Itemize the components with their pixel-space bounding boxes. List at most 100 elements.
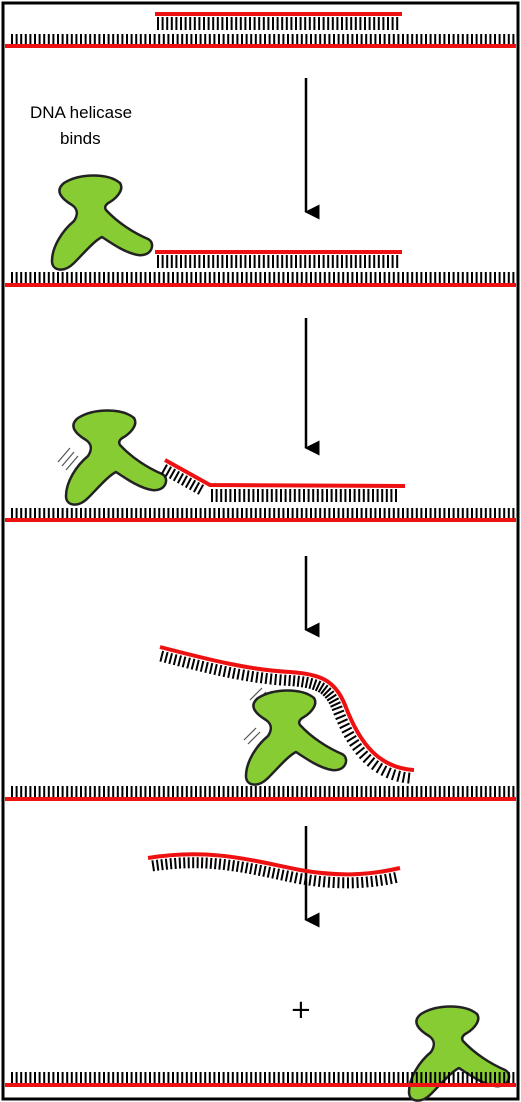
base-tick (155, 859, 160, 871)
base-pairs-bottom (11, 34, 515, 44)
base-tick (259, 672, 264, 684)
base-tick (271, 867, 276, 879)
base-tick (375, 762, 384, 774)
base-tick (274, 673, 278, 686)
base-tick (159, 650, 165, 662)
motion-lines (57, 447, 79, 471)
base-tick (264, 672, 268, 685)
base-tick (204, 661, 209, 674)
base-tick (168, 652, 173, 665)
base-tick (384, 873, 388, 886)
base-tick (341, 726, 353, 734)
base-tick (193, 481, 201, 493)
base-tick (280, 869, 285, 881)
base-tick (172, 470, 180, 482)
base-tick (370, 760, 380, 771)
base-tick (222, 665, 227, 678)
base-tick (358, 750, 369, 760)
base-pairs-bottom (11, 1072, 515, 1083)
base-tick (244, 862, 249, 874)
base-tick (284, 870, 289, 882)
base-tick (227, 666, 232, 678)
base-tick (178, 857, 182, 869)
base-tick (333, 709, 345, 716)
base-tick (209, 857, 213, 869)
base-tick (250, 670, 255, 683)
panel-1 (5, 12, 516, 48)
base-tick (180, 475, 188, 486)
base-tick (308, 874, 312, 886)
base-tick (313, 875, 317, 887)
base-tick (160, 859, 164, 871)
base-pairs-bottom (11, 272, 515, 283)
base-tick (320, 684, 329, 695)
base-tick (385, 767, 392, 779)
base-tick (298, 873, 303, 885)
base-tick (163, 651, 169, 663)
base-tick (218, 664, 223, 677)
base-tick (164, 858, 169, 870)
base-pairs-peeled (160, 464, 205, 495)
short-strand (159, 645, 415, 772)
base-tick (262, 865, 267, 877)
base-tick (289, 871, 294, 883)
base-tick (327, 876, 331, 888)
released-strand (147, 852, 401, 877)
base-tick (275, 868, 280, 880)
panel-5: + (5, 826, 516, 1102)
base-tick (349, 738, 360, 747)
base-tick (255, 671, 259, 683)
base-tick (253, 863, 258, 876)
base-tick (355, 746, 366, 756)
base-tick (199, 660, 205, 672)
base-tick (269, 673, 273, 685)
base-tick (390, 769, 397, 781)
base-tick (195, 659, 200, 671)
base-tick (328, 697, 340, 705)
base-tick (177, 655, 182, 667)
base-tick (346, 734, 357, 743)
base-tick (205, 857, 208, 869)
base-tick (352, 742, 363, 752)
base-pairs-top (157, 17, 399, 30)
base-tick (317, 682, 326, 693)
helicase-enzyme-icon (50, 174, 154, 271)
base-tick (322, 687, 332, 697)
base-tick (245, 670, 250, 682)
base-tick (213, 663, 218, 676)
base-pairs-lifted (159, 650, 411, 784)
helicase-enzyme-icon (244, 689, 348, 786)
base-tick (366, 757, 376, 767)
base-tick (160, 464, 168, 475)
base-tick (362, 753, 372, 764)
base-tick (227, 859, 231, 871)
base-tick (324, 690, 335, 699)
base-tick (172, 654, 178, 666)
base-tick (380, 765, 388, 777)
base-tick (197, 484, 205, 495)
base-tick (257, 864, 262, 876)
base-tick (331, 705, 343, 712)
base-tick (181, 656, 187, 668)
base-pairs-bottom (11, 786, 515, 797)
base-tick (249, 863, 253, 875)
base-tick (266, 866, 271, 878)
base-pairs-released (151, 857, 398, 889)
base-tick (393, 872, 398, 884)
base-tick (300, 676, 305, 688)
base-tick (314, 680, 322, 692)
base-tick (317, 875, 322, 887)
base-tick (174, 857, 177, 869)
base-tick (208, 662, 214, 675)
base-tick (176, 473, 184, 484)
base-tick (164, 466, 172, 477)
base-tick (370, 875, 374, 888)
base-tick (293, 872, 299, 884)
base-pairs-top (211, 489, 397, 502)
base-tick (407, 772, 411, 784)
base-pairs-top (157, 255, 399, 268)
base-tick (292, 675, 296, 687)
plus-sign: + (290, 995, 312, 1025)
base-tick (218, 858, 222, 870)
